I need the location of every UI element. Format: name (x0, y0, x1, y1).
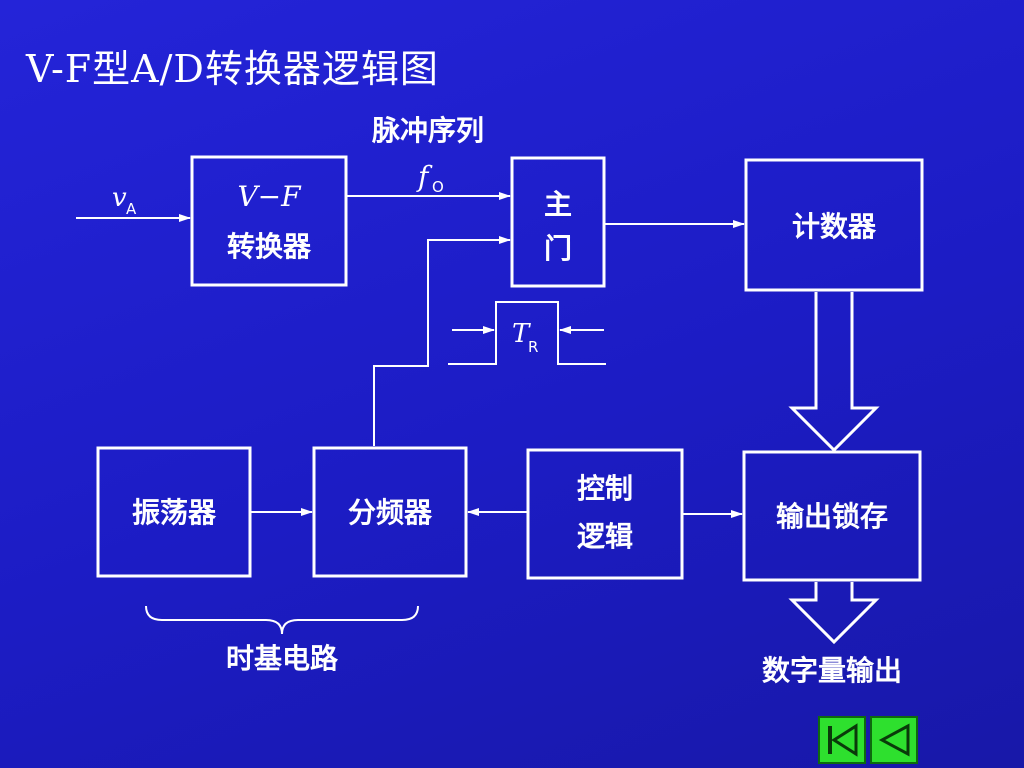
output-latch-block (742, 450, 922, 582)
tr-subscript: R (528, 338, 538, 356)
divider-block (312, 446, 468, 578)
control-logic-block (526, 448, 684, 580)
vf-converter-line2: 转换器 (227, 230, 312, 263)
counter-block (744, 158, 924, 292)
divider-label: 分频器 (348, 496, 433, 529)
counter-to-latch-wide-arrow (788, 292, 880, 453)
input-subscript: A (126, 200, 137, 218)
fo-subscript: O (432, 178, 444, 196)
slide-title: V-F型A/D转换器逻辑图 (26, 47, 439, 91)
control-logic-line1: 控制 (577, 472, 633, 505)
tr-pulse-waveform (448, 301, 606, 365)
previous-triangle-icon (878, 723, 910, 757)
oscillator-label: 振荡器 (132, 496, 217, 529)
main-gate-block (510, 156, 606, 288)
tr-symbol: T (512, 319, 531, 349)
counter-label: 计数器 (792, 210, 877, 243)
vf-converter-block (190, 155, 348, 287)
input-symbol: v (112, 183, 127, 213)
first-slide-button[interactable] (818, 716, 866, 764)
divider-to-gate-line (373, 236, 511, 446)
vf-converter-line1: V−F (237, 180, 302, 213)
control-logic-line2: 逻辑 (577, 520, 633, 553)
latch-to-output-wide-arrow (788, 582, 880, 645)
time-base-brace (145, 605, 419, 635)
main-gate-line2: 门 (544, 232, 572, 265)
previous-slide-button[interactable] (870, 716, 918, 764)
digital-output-label: 数字量输出 (762, 654, 902, 687)
main-gate-line1: 主 (544, 188, 572, 221)
output-latch-label: 输出锁存 (776, 500, 888, 533)
skip-to-first-icon (828, 723, 858, 757)
fo-symbol: f (416, 160, 433, 193)
time-base-label: 时基电路 (226, 642, 339, 675)
pulse-sequence-label: 脉冲序列 (372, 114, 484, 147)
